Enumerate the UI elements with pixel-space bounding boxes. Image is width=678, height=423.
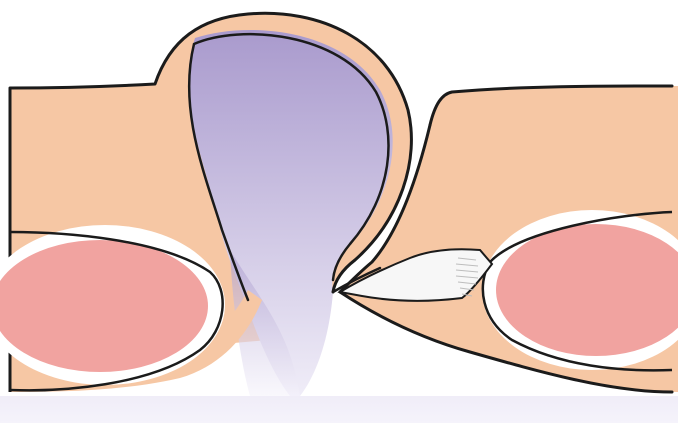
left-vessel-lumen	[0, 240, 208, 372]
